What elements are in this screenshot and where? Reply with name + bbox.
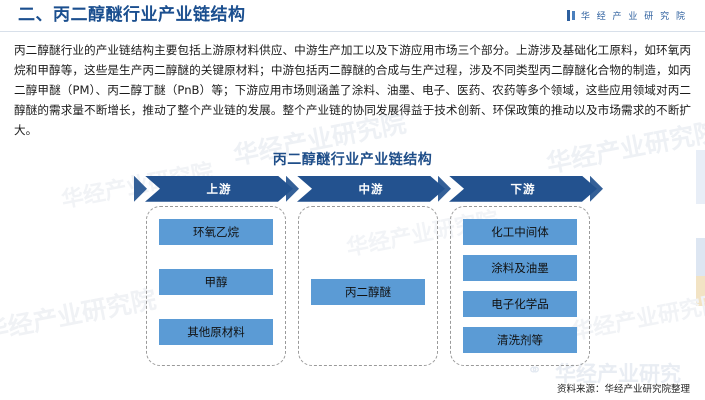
downstream-column: 化工中间体 涂料及油墨 电子化学品 清洗剂等 (450, 205, 590, 366)
node-item: 环氧乙烷 (159, 218, 273, 245)
page-edge-chip (696, 276, 705, 306)
node-item: 电子化学品 (463, 290, 577, 317)
stage-arrow-upstream: 上游 (145, 176, 293, 202)
node-item: 清洗剂等 (463, 326, 577, 353)
page-edge-chip (696, 238, 705, 276)
node-item: 甲醇 (159, 268, 273, 295)
page-edge-chip (696, 150, 705, 204)
stage-arrow-midstream: 中游 (297, 176, 445, 202)
chevron-right-icon (438, 175, 451, 202)
page-header: 二、丙二醇醚行业产业链结构 华 经 产 业 研 究 院 (0, 0, 705, 32)
industry-chain-figure: 丙二醇醚行业产业链结构 上游 中游 下游 环氧乙烷 甲醇 其他原材料 丙二醇醚 … (0, 149, 705, 374)
chevron-right-icon (590, 175, 603, 202)
stage-columns: 环氧乙烷 甲醇 其他原材料 丙二醇醚 化工中间体 涂料及油墨 电子化学品 清洗剂… (0, 205, 705, 374)
book-mark-icon (566, 10, 576, 21)
node-item: 其他原材料 (159, 318, 273, 345)
midstream-column: 丙二醇醚 (298, 205, 438, 366)
page-title: 二、丙二醇醚行业产业链结构 (18, 5, 246, 25)
chevron-right-icon (134, 175, 147, 202)
chevron-right-icon (286, 175, 299, 202)
upstream-column: 环氧乙烷 甲醇 其他原材料 (146, 205, 286, 366)
source-note: 资料来源：华经产业研究院整理 (556, 384, 690, 395)
brand-name: 华 经 产 业 研 究 院 (580, 12, 687, 22)
node-item: 化工中间体 (463, 218, 577, 245)
stage-arrow-band: 上游 中游 下游 (0, 175, 705, 202)
body-paragraph: 丙二醇醚行业的产业链结构主要包括上游原材料供应、中游生产加工以及下游应用市场三个… (14, 43, 691, 137)
figure-title: 丙二醇醚行业产业链结构 (272, 151, 433, 168)
brand-logo: 华 经 产 业 研 究 院 (566, 9, 687, 22)
node-item: 涂料及油墨 (463, 254, 577, 281)
stage-arrow-downstream: 下游 (449, 176, 597, 202)
node-item: 丙二醇醚 (311, 278, 425, 305)
